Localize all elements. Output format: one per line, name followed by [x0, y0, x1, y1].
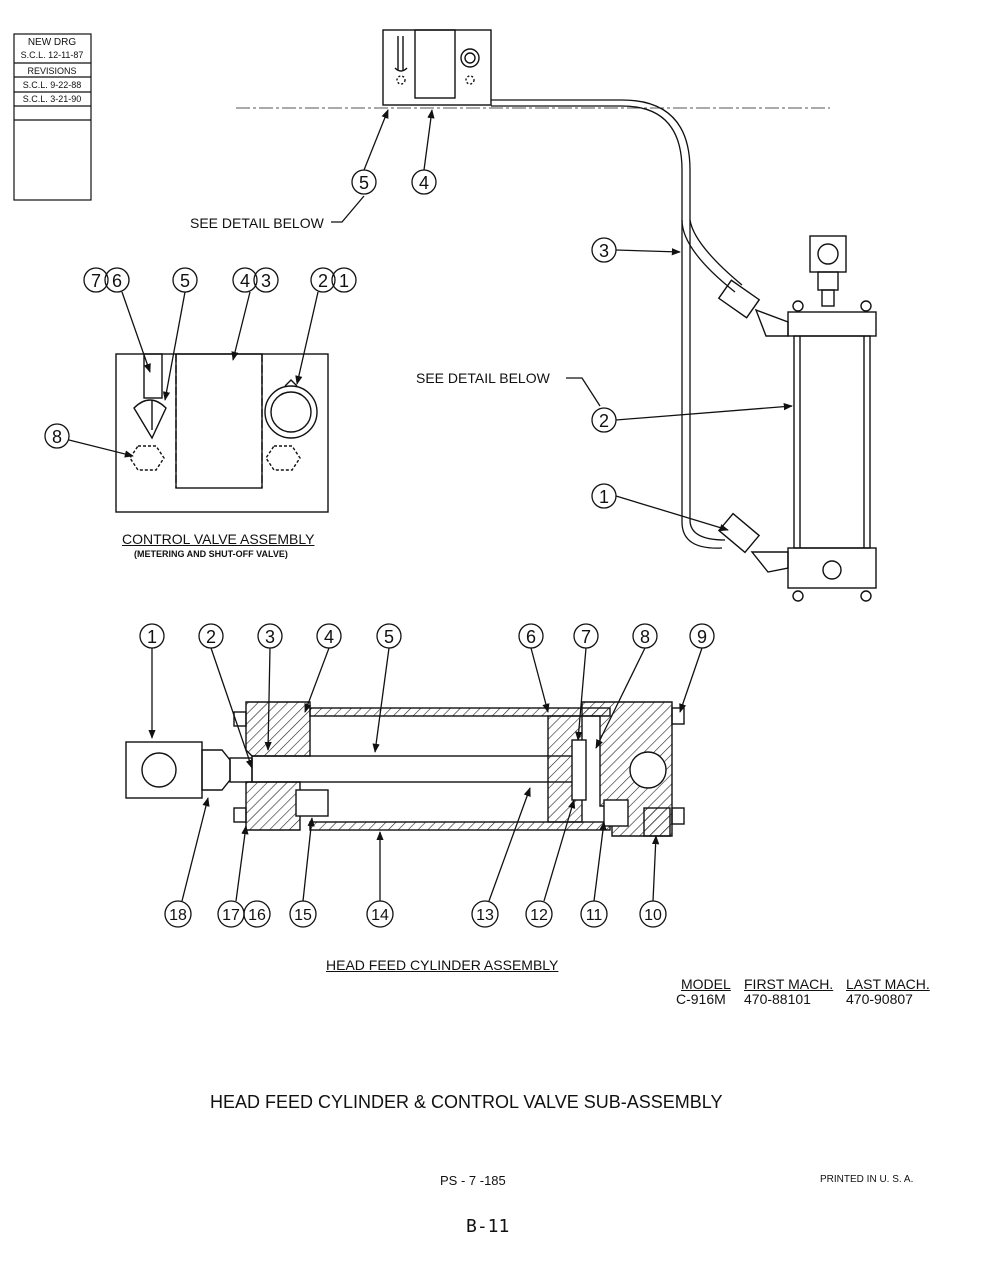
tubing-line-inner [491, 105, 723, 549]
rev-new-drg-date: S.C.L. 12-11-87 [21, 50, 84, 60]
cyl-callout-12: 12 [530, 907, 548, 924]
see-detail-label-2: SEE DETAIL BELOW [416, 370, 550, 386]
top-valve-block [382, 29, 492, 106]
cylinder-title: HEAD FEED CYLINDER ASSEMBLY [326, 957, 559, 973]
top-callout-2: 2 [599, 411, 609, 431]
cyl-callout-5: 5 [384, 627, 394, 647]
cv-callout-5: 5 [180, 271, 190, 291]
control-valve-title: CONTROL VALVE ASSEMBLY [122, 531, 315, 547]
cv-callout-2: 2 [318, 271, 328, 291]
cyl-callout-7: 7 [581, 627, 591, 647]
model-value: C-916M [676, 991, 726, 1007]
cv-callout-6: 6 [112, 271, 122, 291]
cyl-callout-1: 1 [147, 627, 157, 647]
rev-header: REVISIONS [27, 66, 76, 76]
cyl-callout-18: 18 [169, 907, 187, 924]
cyl-callout-11: 11 [586, 907, 603, 924]
cylinder-top-callouts [139, 623, 715, 769]
cyl-callout-6: 6 [526, 627, 536, 647]
cylinder-side-view [717, 235, 877, 602]
rev-1: S.C.L. 9-22-88 [23, 80, 82, 90]
cv-callout-4: 4 [240, 271, 250, 291]
cv-callout-1: 1 [339, 271, 349, 291]
cyl-callout-4: 4 [324, 627, 334, 647]
cylinder-bottom-callouts [164, 787, 667, 928]
cyl-callout-17: 17 [222, 907, 240, 924]
rev-new-drg: NEW DRG [28, 37, 77, 48]
cv-callout-3: 3 [261, 271, 271, 291]
top-callout-5: 5 [359, 173, 369, 193]
see-detail-label-1: SEE DETAIL BELOW [190, 215, 324, 231]
cyl-callout-3: 3 [265, 627, 275, 647]
tubing-upper-branch [681, 219, 743, 293]
top-callout-3: 3 [599, 241, 609, 261]
revision-block [13, 33, 92, 201]
cyl-callout-14: 14 [371, 907, 389, 924]
top-callout-1: 1 [599, 487, 609, 507]
top-callout-4: 4 [419, 173, 429, 193]
cyl-callout-13: 13 [476, 907, 494, 924]
control-valve-callouts [44, 267, 357, 458]
cyl-callout-9: 9 [697, 627, 707, 647]
top-callouts [331, 109, 793, 532]
model-header-last: LAST MACH. [846, 976, 930, 992]
cyl-callout-16: 16 [248, 907, 266, 924]
cyl-callout-10: 10 [644, 907, 662, 924]
model-header-model: MODEL [681, 976, 731, 992]
printed-in-usa: PRINTED IN U. S. A. [820, 1174, 914, 1185]
part-number: PS - 7 -185 [440, 1173, 506, 1188]
cylinder-section [125, 701, 685, 837]
cyl-callout-8: 8 [640, 627, 650, 647]
cv-callout-7: 7 [91, 271, 101, 291]
cv-callout-8: 8 [52, 427, 62, 447]
tubing-line [491, 99, 726, 541]
control-valve-subtitle: (METERING AND SHUT-OFF VALVE) [134, 549, 288, 559]
main-title: HEAD FEED CYLINDER & CONTROL VALVE SUB-A… [210, 1092, 723, 1112]
rev-2: S.C.L. 3-21-90 [23, 94, 82, 104]
control-valve-detail [115, 353, 329, 513]
cyl-callout-2: 2 [206, 627, 216, 647]
first-machine-value: 470-88101 [744, 991, 811, 1007]
cyl-callout-15: 15 [294, 907, 312, 924]
page-label: B-11 [466, 1216, 510, 1237]
last-machine-value: 470-90807 [846, 991, 913, 1007]
model-header-first: FIRST MACH. [744, 976, 834, 992]
